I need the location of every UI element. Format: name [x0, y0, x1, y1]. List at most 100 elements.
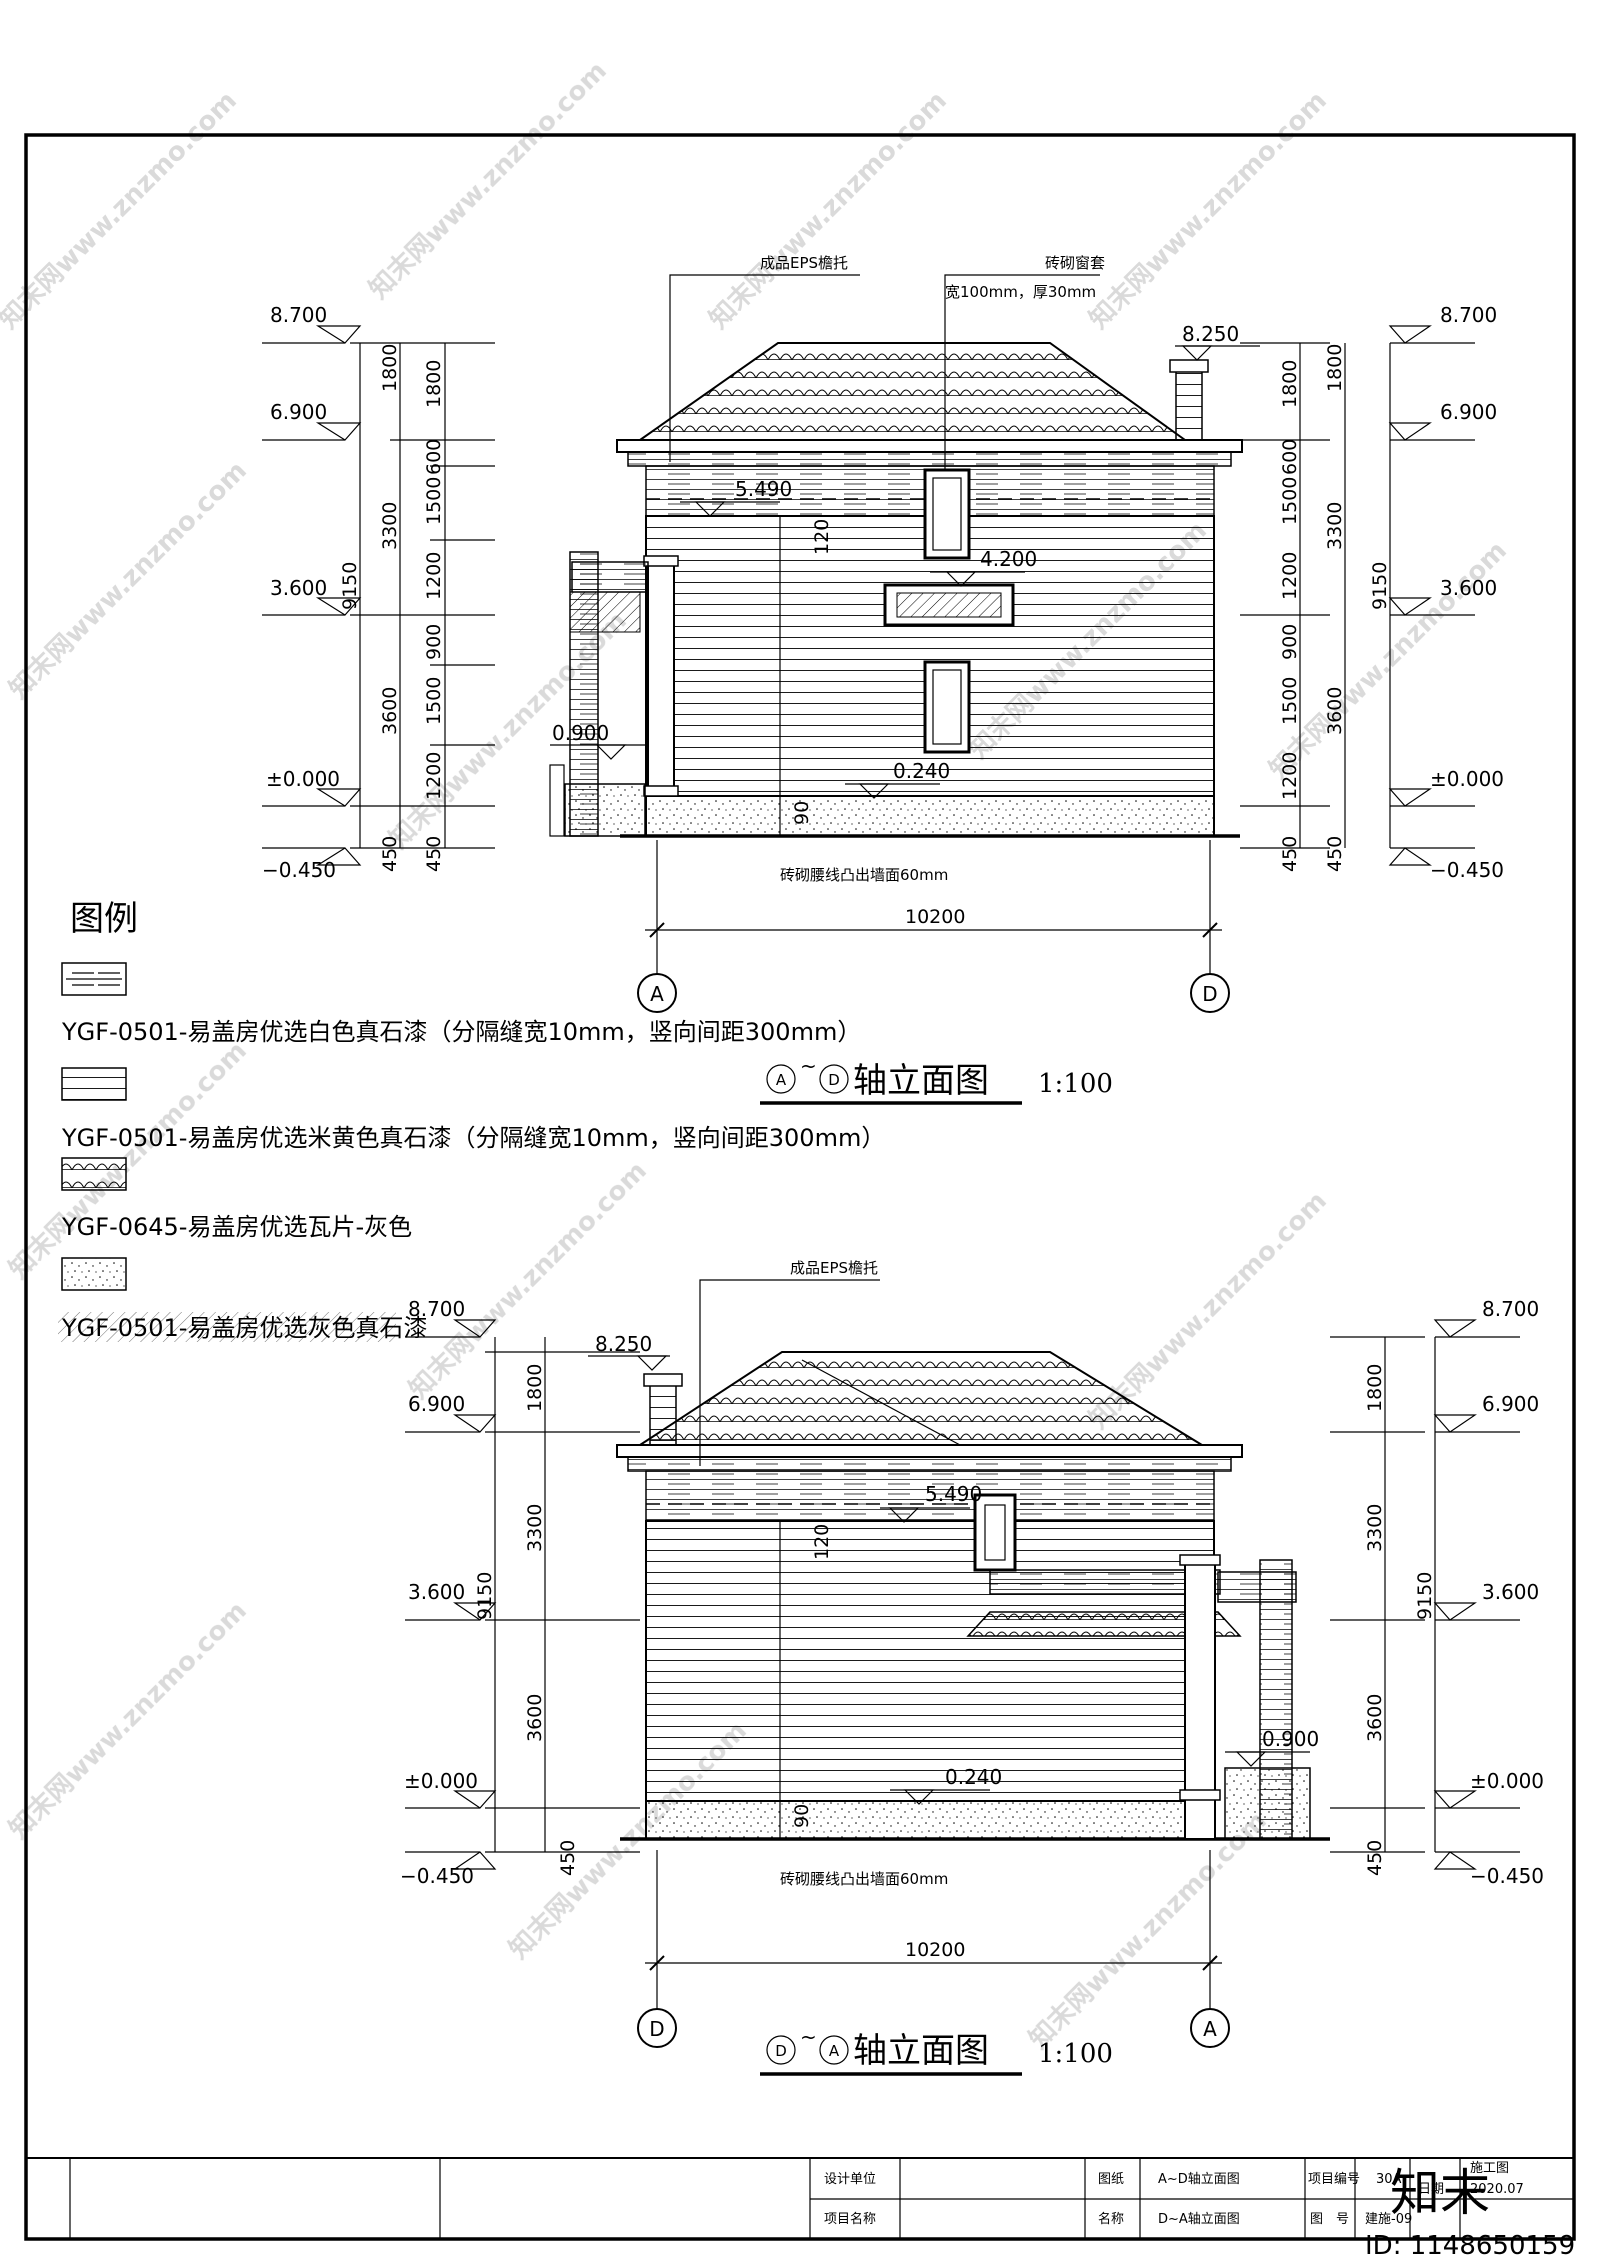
dim-text: 1200	[423, 752, 445, 800]
level-label: 6.900	[408, 1392, 465, 1416]
dim-text: 120	[811, 1524, 833, 1560]
project-no-label: 项目编号	[1308, 2172, 1360, 2187]
dim-text: 450	[1279, 836, 1301, 872]
chimney	[1175, 369, 1203, 441]
level-marks-right: 8.700 6.900 3.600 ±0.000 −0.450 1800 330…	[1330, 1297, 1544, 1888]
chimney	[649, 1383, 677, 1446]
level-label: 3.600	[1440, 576, 1497, 600]
dim-text: 1800	[379, 344, 401, 392]
callout-eps: 成品EPS檐托	[760, 254, 848, 272]
project-no: 30A	[1376, 2172, 1402, 2187]
roof-tiles	[636, 342, 1189, 441]
level-label: −0.450	[400, 1864, 474, 1888]
dim-text: 450	[423, 836, 445, 872]
eaves	[616, 439, 1243, 453]
axis-bubble-d: D	[637, 2008, 677, 2048]
drawing-frame	[24, 133, 1576, 2241]
dim-text: 600	[423, 439, 445, 475]
callout-eps: 成品EPS檐托	[790, 1259, 878, 1277]
callout-window-2: 宽100mm，厚30mm	[945, 283, 1096, 301]
legend-swatch-tile	[61, 1157, 127, 1191]
dim-text: 3300	[379, 502, 401, 550]
image-id: ID: 1148650159	[1365, 2231, 1575, 2261]
balcony-railing	[989, 1569, 1221, 1595]
level-label: 8.700	[1440, 303, 1497, 327]
level-label: 4.200	[980, 547, 1037, 571]
level-label: 3.600	[408, 1580, 465, 1604]
legend-item: YGF-0501-易盖房优选米黄色真石漆（分隔缝宽10mm，竖向间距300mm）	[61, 1124, 885, 1152]
level-label: −0.450	[262, 858, 336, 882]
svg-text:~: ~	[800, 2025, 817, 2049]
level-marks-right: 8.700 6.900 3.600 ±0.000 −0.450 1800 600…	[1240, 303, 1504, 882]
axis-bubble-d: D	[1190, 973, 1230, 1013]
legend-swatch-gray	[61, 1257, 127, 1291]
svg-text:A: A	[776, 1071, 787, 1089]
callout-window: 砖砌窗套	[1045, 254, 1105, 272]
dim-text: 3600	[524, 1694, 546, 1742]
name-label: 名称	[1098, 2211, 1124, 2227]
dim-text: 1800	[423, 360, 445, 408]
dim-text: 450	[557, 1840, 579, 1876]
stage: 施工图	[1470, 2161, 1509, 2176]
dim-text: 3600	[379, 687, 401, 735]
svg-text:~: ~	[800, 1054, 817, 1078]
callout-waist: 砖砌腰线凸出墙面60mm	[780, 1870, 948, 1888]
dim-text: 1800	[1279, 360, 1301, 408]
legend-swatch-beige	[61, 1067, 127, 1101]
dim-text: 3300	[1364, 1504, 1386, 1552]
level-marks-left: 8.700 6.900 3.600 ±0.000 −0.450 1800 330…	[400, 1297, 640, 1888]
elevation-a-d: 8.700 6.900 3.600 ±0.000 −0.450	[262, 254, 1504, 1105]
dim-text: 3300	[1324, 502, 1346, 550]
watermark-text: 知末网www.znzmo.com	[4, 1036, 253, 1285]
level-marks-left: 8.700 6.900 3.600 ±0.000 −0.450	[262, 303, 362, 882]
level-label: 6.900	[1440, 400, 1497, 424]
legend-item: YGF-0501-易盖房优选白色真石漆（分隔缝宽10mm，竖向间距300mm）	[61, 1018, 861, 1046]
level-label: 8.700	[270, 303, 327, 327]
level-label: 8.700	[1482, 1297, 1539, 1321]
dim-text: 3600	[1364, 1694, 1386, 1742]
window-lower	[923, 660, 971, 754]
dim-text: 120	[811, 519, 833, 555]
level-label: ±0.000	[404, 1769, 478, 1793]
level-label: 0.240	[893, 759, 950, 783]
date-label: 日期	[1418, 2182, 1444, 2197]
column	[647, 559, 675, 797]
upper-band	[645, 1470, 1215, 1522]
building-elevation-1: 5.490 4.200 0.240 0.900 8.250 120 90 成品E…	[549, 254, 1260, 884]
scale-text: 1:100	[1038, 2039, 1113, 2069]
dimension-chain-left: 1800 3300 9150 3600 450 1800 600 1500 12…	[339, 342, 495, 872]
drawing-name-1: A~D轴立面图	[1158, 2172, 1240, 2187]
dim-text: 1800	[1364, 1364, 1386, 1412]
elevation-d-a: 8.700 6.900 3.600 ±0.000 −0.450 1800 330…	[400, 1259, 1544, 2076]
level-label: ±0.000	[1430, 767, 1504, 791]
axis-bubble-a: A	[637, 973, 677, 1013]
title-text: 轴立面图	[853, 1061, 989, 1101]
dim-text: 600	[1279, 439, 1301, 475]
window-upper	[923, 468, 971, 560]
level-label: 3.600	[1482, 1580, 1539, 1604]
canopy	[966, 1611, 1242, 1637]
drawing-label: 图纸	[1098, 2172, 1124, 2187]
level-label: 6.900	[270, 400, 327, 424]
dim-text: 900	[1279, 624, 1301, 660]
dim-text: 9150	[339, 562, 361, 610]
dim-text: 1800	[1324, 344, 1346, 392]
title-text: 轴立面图	[853, 2031, 989, 2071]
width-text: 10200	[905, 906, 965, 928]
brand-watermark: 知末	[1390, 2164, 1490, 2222]
level-label: ±0.000	[1470, 1769, 1544, 1793]
design-unit-label: 设计单位	[824, 2172, 876, 2187]
svg-text:D: D	[775, 2042, 787, 2060]
legend-item: YGF-0501-易盖房优选灰色真石漆	[61, 1314, 427, 1342]
roof-tiles	[636, 1351, 1206, 1446]
dim-text: 9150	[1369, 562, 1391, 610]
dim-text: 1500	[423, 677, 445, 725]
dim-text: 1200	[1279, 552, 1301, 600]
dim-text: 9150	[1414, 1572, 1436, 1620]
width-dimension: 10200	[645, 1850, 1222, 2010]
watermark-text: 知末网www.znzmo.com	[4, 456, 253, 705]
drawing-name-2: D~A轴立面图	[1158, 2212, 1240, 2227]
svg-text:D: D	[649, 2017, 664, 2041]
level-label: 0.900	[552, 721, 609, 745]
dim-text: 900	[423, 624, 445, 660]
